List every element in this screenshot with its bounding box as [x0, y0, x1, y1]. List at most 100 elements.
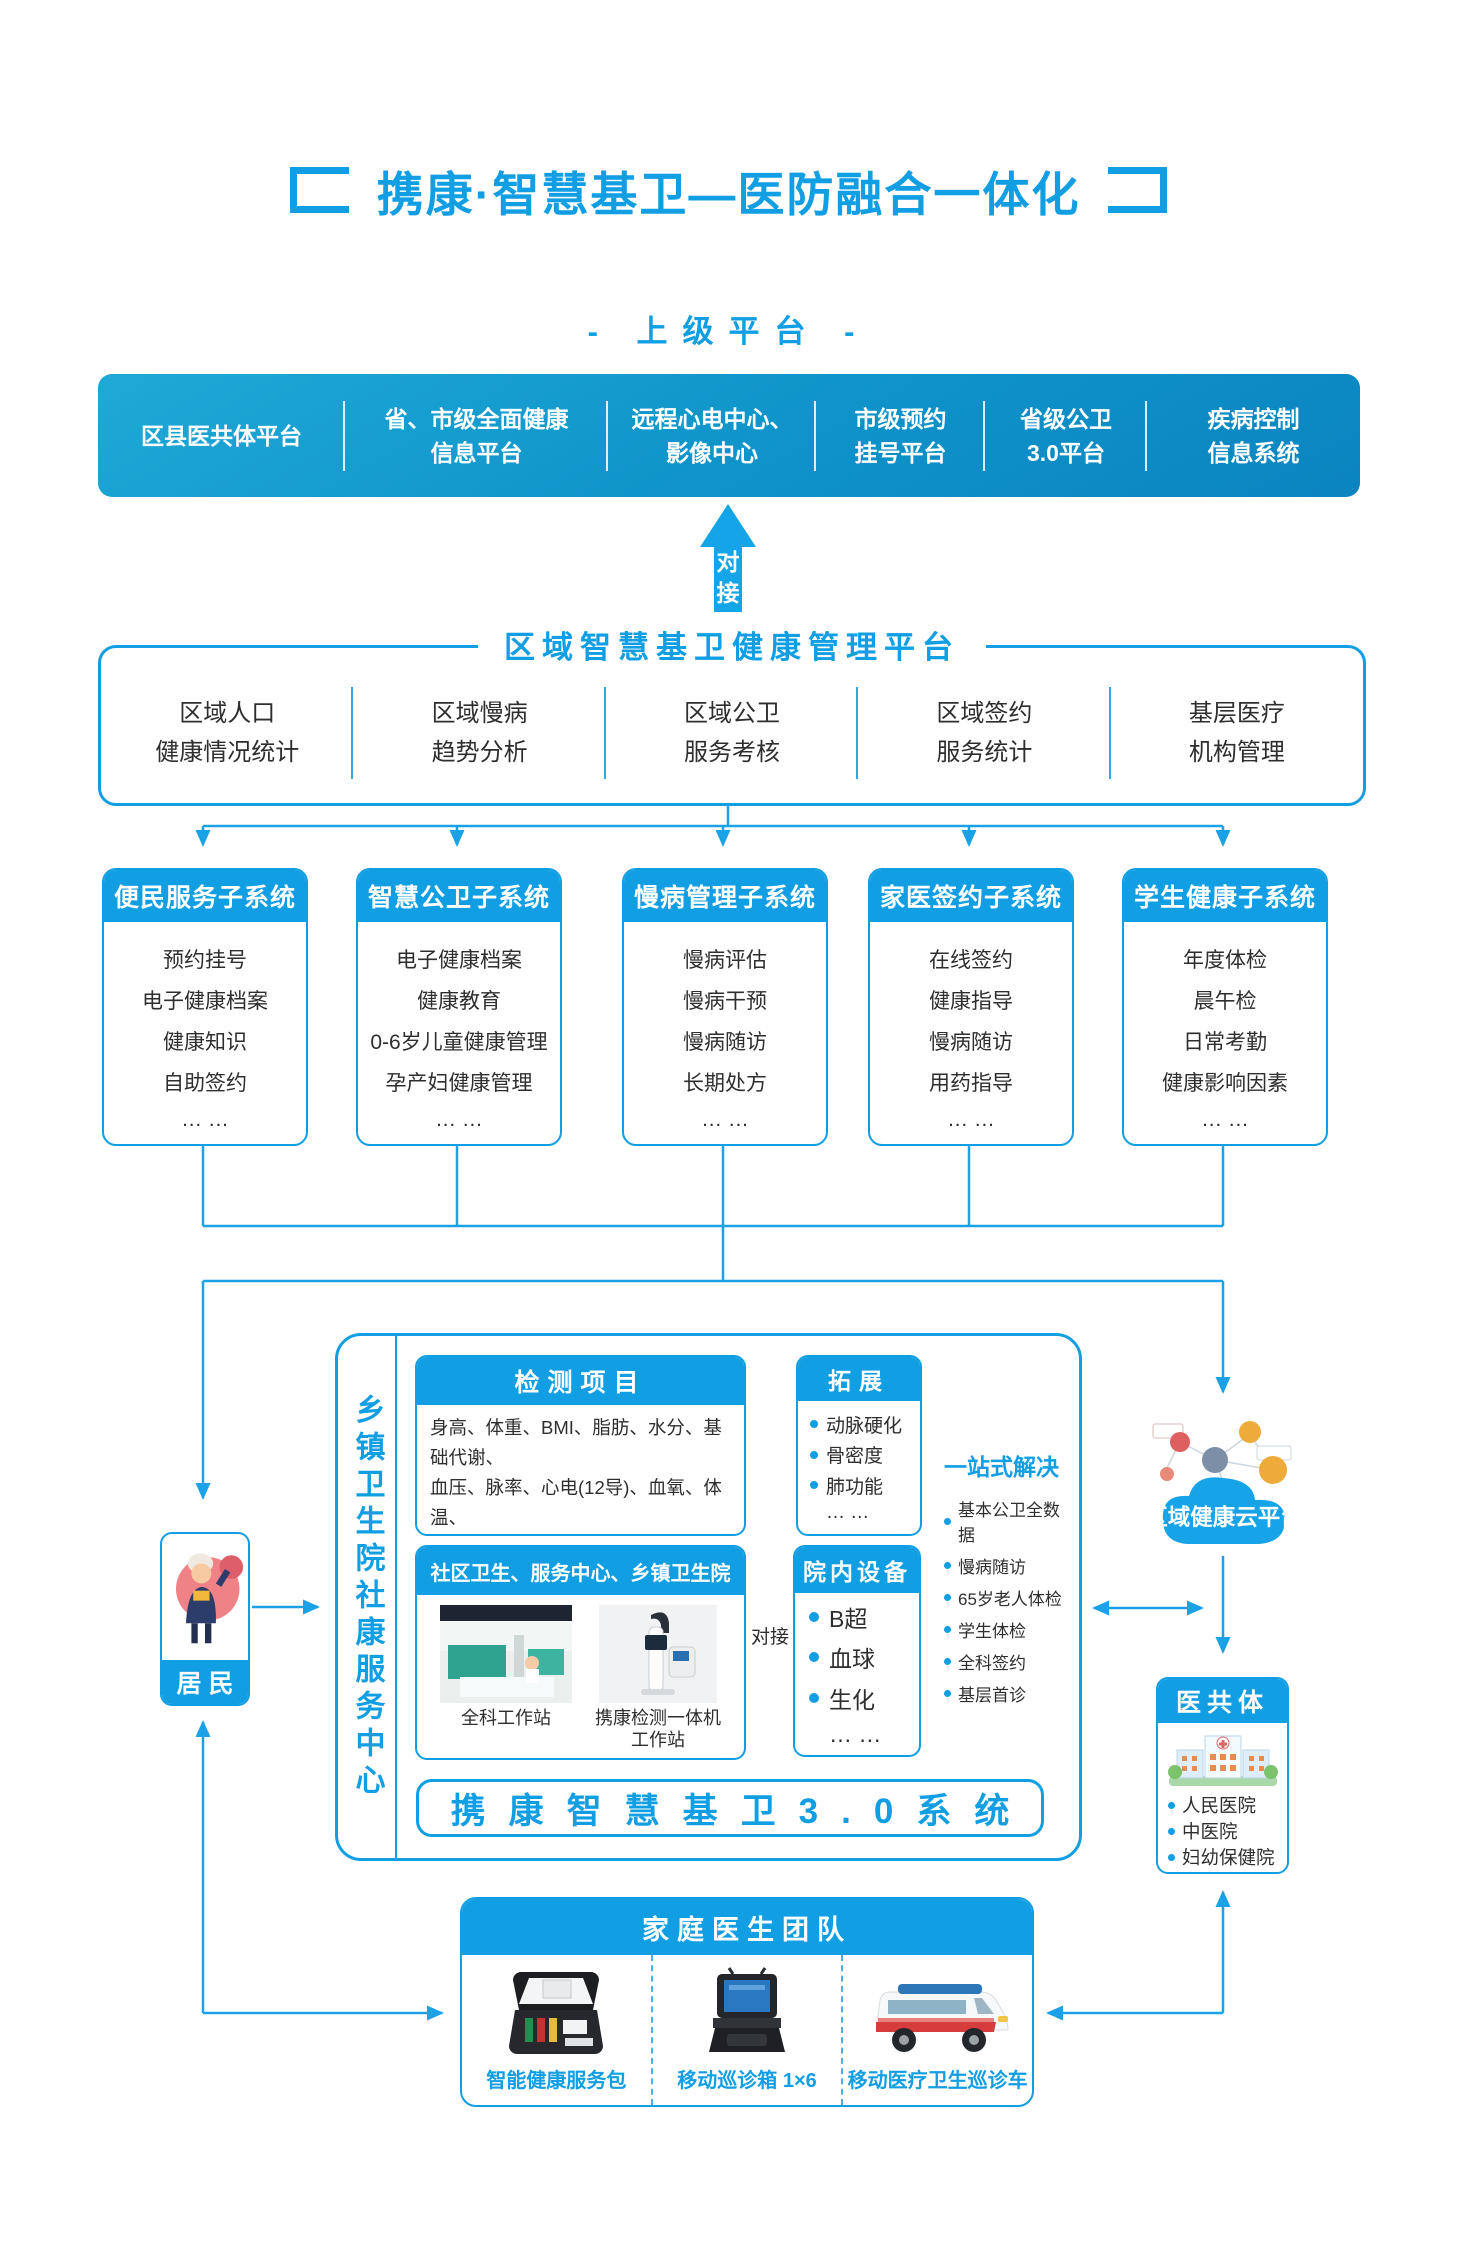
mobile-clinic-case-photo — [709, 1967, 785, 2052]
station-label: 携康检测一体机 工作站 — [595, 1708, 721, 1750]
detection-items-box: 检测项目 身高、体重、BMI、脂肪、水分、基础代谢、 血压、脉率、心电(12导)… — [415, 1355, 746, 1536]
subsystem-item-more: … … — [947, 1108, 995, 1131]
regional-platform-item: 基层医疗 机构管理 — [1188, 699, 1285, 766]
subsystem-item: 电子健康档案 — [396, 949, 522, 972]
detection-items-body: 身高、体重、BMI、脂肪、水分、基础代谢、 血压、脉率、心电(12导)、血氧、体… — [430, 1417, 722, 1528]
subsystem-item: 晨午检 — [1193, 990, 1257, 1013]
medical-community-item: 妇幼保健院 — [1168, 1844, 1287, 1870]
subsystem-title: 慢病管理子系统 — [624, 870, 826, 922]
upper-platform-item: 疾病控制 信息系统 — [1207, 405, 1300, 466]
detection-items-title: 检测项目 — [417, 1357, 744, 1405]
kiosk-photo — [599, 1605, 717, 1703]
family-doctor-team-box: 家庭医生团队 智能健康服务包 — [460, 1897, 1034, 2107]
device-item: 生化 — [809, 1681, 919, 1715]
upper-platform-label: - 上级平台 - — [587, 314, 870, 349]
subsystem-box-chronic-disease: 慢病管理子系统 慢病评估 慢病干预 慢病随访 长期处方 … … — [622, 868, 828, 1146]
one-stop-item: 全科签约 — [944, 1649, 1076, 1674]
regional-platform-item: 区域公卫 服务考核 — [606, 662, 858, 803]
subsystem-item: 预约挂号 — [163, 949, 247, 972]
family-doctor-item-label: 智能健康服务包 — [486, 2070, 627, 2092]
subsystem-item: 年度体检 — [1183, 949, 1267, 972]
subsystem-item: 健康影响因素 — [1162, 1072, 1288, 1095]
upper-platform-item: 远程心电中心、 影像中心 — [608, 374, 816, 497]
station-label: 全科工作站 — [461, 1708, 551, 1728]
cloud-platform-label: 区域健康云平台 — [1145, 1505, 1303, 1530]
one-stop-item: 基本公卫全数据 — [944, 1496, 1076, 1546]
subsystem-item: 用药指导 — [929, 1072, 1013, 1095]
expansion-item-more: … … — [826, 1502, 870, 1524]
upper-platform-item: 省、市级全面健康 信息平台 — [345, 374, 608, 497]
medical-community-title: 医共体 — [1158, 1679, 1287, 1723]
device-item: B超 — [809, 1600, 919, 1634]
upper-platform-item: 市级预约 挂号平台 — [816, 374, 985, 497]
regional-platform-item: 区域慢病 趋势分析 — [353, 662, 605, 803]
subsystem-item: 在线签约 — [929, 949, 1013, 972]
family-doctor-team-title: 家庭医生团队 — [462, 1899, 1032, 1955]
subsystem-item-more: … … — [181, 1108, 229, 1131]
subsystem-item: 健康指导 — [929, 990, 1013, 1013]
regional-platform-item: 区域人口 健康情况统计 — [101, 662, 353, 803]
community-health-box: 社区卫生、服务中心、乡镇卫生院 全科工作站 — [415, 1545, 746, 1760]
resident-illustration — [175, 1553, 244, 1644]
subsystem-item: 长期处方 — [683, 1072, 767, 1095]
subsystem-item-more: … … — [435, 1108, 483, 1131]
regional-platform-box: 区域智慧基卫健康管理平台 区域人口 健康情况统计 区域慢病 趋势分析 区域公卫 … — [98, 626, 1366, 806]
hospital-illustration — [1167, 1735, 1278, 1786]
subsystem-box-public-health: 智慧公卫子系统 电子健康档案 健康教育 0-6岁儿童健康管理 孕产妇健康管理 …… — [356, 868, 562, 1146]
resident-label: 居民 — [162, 1660, 248, 1704]
subsystem-item-more: … … — [1201, 1108, 1249, 1131]
subsystem-box-family-doctor: 家医签约子系统 在线签约 健康指导 慢病随访 用药指导 … … — [868, 868, 1074, 1146]
docking-arrow-label: 对 接 — [716, 549, 740, 606]
station-kiosk: 携康检测一体机 工作站 — [595, 1605, 721, 1751]
family-doctor-item-label: 移动医疗卫生巡诊车 — [847, 2070, 1028, 2092]
subsystem-item: 慢病干预 — [683, 990, 767, 1013]
regional-cloud-platform: 区域健康云平台 — [1145, 1412, 1303, 1550]
community-health-title: 社区卫生、服务中心、乡镇卫生院 — [417, 1547, 744, 1595]
family-doctor-item-mobile-case: 移动巡诊箱 1×6 — [653, 1955, 844, 2105]
subsystem-item: 慢病随访 — [929, 1031, 1013, 1054]
device-item-more: … … — [829, 1721, 882, 1748]
subsystem-item: 孕产妇健康管理 — [385, 1072, 533, 1095]
subsystem-item: 慢病评估 — [683, 949, 767, 972]
page-title: 携康·智慧基卫—医防融合一体化 — [376, 167, 1081, 221]
one-stop-item: 65岁老人体检 — [944, 1585, 1076, 1610]
subsystem-title: 便民服务子系统 — [104, 870, 306, 922]
subsystem-item: 0-6岁儿童健康管理 — [370, 1031, 548, 1054]
page-title-row: 携康·智慧基卫—医防融合一体化 — [0, 158, 1457, 222]
regional-platform-item: 区域签约 服务统计 — [858, 662, 1110, 803]
family-doctor-item-health-bag: 智能健康服务包 — [462, 1955, 653, 2105]
subsystem-item: 健康教育 — [417, 990, 501, 1013]
medical-community-box: 医共体 人民医院 — [1156, 1677, 1289, 1874]
title-left-bracket-icon — [289, 167, 349, 213]
subsystem-item: 日常考勤 — [1183, 1031, 1267, 1054]
cloud-network-illustration — [1152, 1421, 1292, 1544]
hospital-devices-box: 院内设备 B超 血球 生化 … … — [793, 1545, 921, 1757]
expansion-item: 骨密度 — [810, 1441, 920, 1468]
subsystem-item: 慢病随访 — [683, 1031, 767, 1054]
subsystem-item-more: … … — [701, 1108, 749, 1131]
smart-system-bar: 携康智慧基卫3.0系统 — [416, 1779, 1044, 1837]
health-service-bag-photo — [509, 1972, 604, 2054]
upper-platform-bar: 区县医共体平台 省、市级全面健康 信息平台 远程心电中心、 影像中心 市级预约 … — [98, 374, 1360, 497]
medical-van-photo — [875, 1984, 1009, 2052]
family-doctor-item-van: 移动医疗卫生巡诊车 — [843, 1955, 1032, 2105]
one-stop-title: 一站式解决 — [944, 1454, 1059, 1480]
subsystem-title: 家医签约子系统 — [870, 870, 1072, 922]
medical-community-item: 人民医院 — [1168, 1792, 1287, 1818]
subsystem-item: 健康知识 — [163, 1031, 247, 1054]
devices-docking-label: 对接 — [750, 1627, 789, 1648]
one-stop-block: 一站式解决 基本公卫全数据 慢病随访 65岁老人体检 学生体检 全科签约 基层首… — [944, 1448, 1076, 1713]
expansion-item: 肺功能 — [810, 1472, 920, 1499]
expansion-item: 动脉硬化 — [810, 1411, 920, 1438]
upper-platform-item: 省级公卫 3.0平台 — [985, 374, 1147, 497]
family-doctor-item-label: 移动巡诊箱 1×6 — [677, 2070, 817, 2092]
subsystem-box-student-health: 学生健康子系统 年度体检 晨午检 日常考勤 健康影响因素 … … — [1122, 868, 1328, 1146]
subsystem-box-convenience: 便民服务子系统 预约挂号 电子健康档案 健康知识 自助签约 … … — [102, 868, 308, 1146]
subsystem-item: 自助签约 — [163, 1072, 247, 1095]
one-stop-item: 慢病随访 — [944, 1553, 1076, 1578]
subsystem-item: 电子健康档案 — [142, 990, 268, 1013]
expansion-title: 拓展 — [798, 1357, 920, 1401]
one-stop-item: 基层首诊 — [944, 1681, 1076, 1706]
health-center-side-label: 乡镇卫生院社康服务中心 — [350, 1393, 384, 1801]
